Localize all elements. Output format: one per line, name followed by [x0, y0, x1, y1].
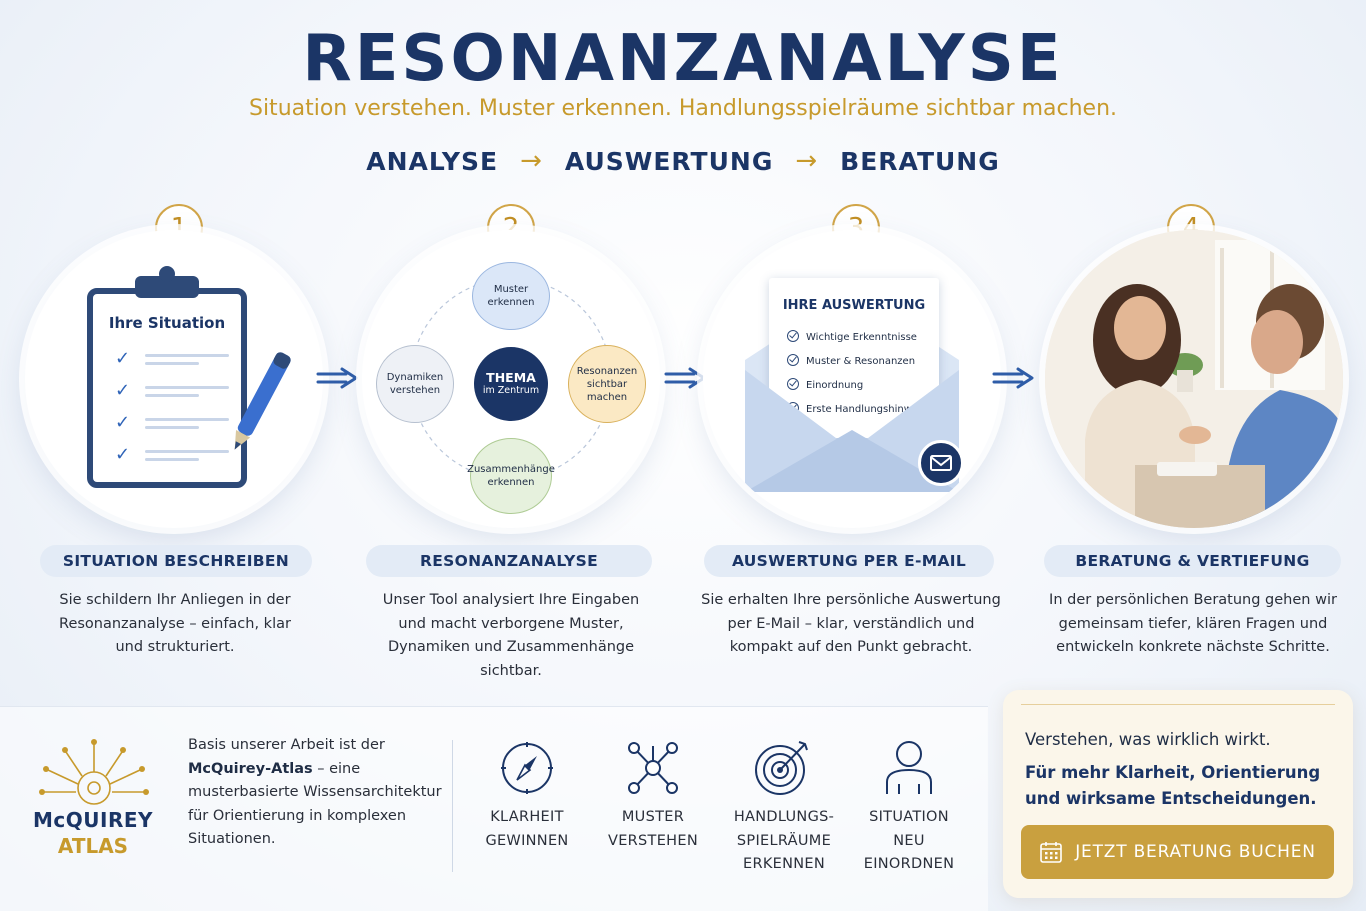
- step-2-illustration: Muster erkennen Dynamiken verstehen Reso…: [362, 230, 660, 528]
- node-muster: Muster erkennen: [472, 262, 550, 330]
- pen-icon: [234, 352, 291, 450]
- person-icon: [886, 741, 932, 794]
- step-4-label: BERATUNG & VERTIEFUNG: [1044, 545, 1341, 577]
- flow-step-analyse: ANALYSE: [366, 146, 499, 176]
- step-1-description: Sie schildern Ihr Anliegen in der Resona…: [59, 592, 291, 655]
- envelope-front: [745, 370, 959, 492]
- letter-title: IHRE AUSWERTUNG: [782, 298, 926, 313]
- target-icon: [755, 741, 808, 795]
- brand-sub: ATLAS: [57, 834, 129, 858]
- thema-title: THEMA: [486, 370, 536, 385]
- brand-name: McQUIREY: [33, 808, 153, 832]
- flow-step-beratung: BERATUNG: [840, 146, 1000, 176]
- check-circle-icon: [787, 378, 799, 390]
- process-flow: ANALYSE → AUSWERTUNG → BERATUNG: [0, 146, 1366, 176]
- arrow-right-icon: [992, 367, 1034, 389]
- letter-item: Wichtige Erkenntnisse: [787, 330, 917, 343]
- flow-arrow-icon: →: [520, 146, 543, 176]
- check-circle-icon: [787, 330, 799, 342]
- cta-tagline: Verstehen, was wirklich wirkt.: [1025, 730, 1271, 749]
- atlas-logo-icon: [39, 739, 149, 805]
- node-resonanzen: Resonanzen sichtbar machen: [568, 345, 646, 423]
- compass-icon: [501, 742, 553, 794]
- brand-description: Basis unserer Arbeit ist der McQuirey-At…: [188, 737, 442, 847]
- arrow-right-icon: [664, 367, 706, 389]
- step-1-label: SITUATION BESCHREIBEN: [40, 545, 312, 577]
- step-1-illustration: Ihre Situation ✓ ✓ ✓ ✓: [25, 230, 323, 528]
- flow-arrow-icon: →: [795, 146, 819, 176]
- arrow-right-icon: [316, 367, 358, 389]
- calendar-icon: [1040, 842, 1063, 863]
- cta-divider: [1021, 704, 1335, 705]
- step-3-illustration: IHRE AUSWERTUNG Wichtige Erkenntnisse Mu…: [703, 230, 1001, 528]
- flow-step-auswertung: AUSWERTUNG: [564, 146, 774, 176]
- node-dynamiken: Dynamiken verstehen: [376, 345, 454, 423]
- bottom-panel: [0, 706, 988, 911]
- page-title: RESONANZANALYSE: [302, 22, 1064, 96]
- step-4-photo: [1045, 230, 1343, 528]
- clipboard-clip-icon: [135, 266, 199, 298]
- clipboard-title: Ihre Situation: [108, 314, 226, 332]
- book-consultation-button[interactable]: JETZT BERATUNG BUCHEN: [1021, 825, 1334, 879]
- step-3-label: AUSWERTUNG PER E-MAIL: [704, 545, 994, 577]
- consultation-illustration: [1045, 230, 1343, 528]
- cta-headline: Für mehr Klarheit, Orientierung und wirk…: [1025, 763, 1321, 808]
- divider: [452, 740, 453, 872]
- letter-item: Muster & Resonanzen: [787, 354, 915, 367]
- thema-sub: im Zentrum: [482, 385, 540, 396]
- step-2-description: Unser Tool analysiert Ihre Eingaben und …: [382, 592, 640, 679]
- book-consultation-label: JETZT BERATUNG BUCHEN: [1075, 842, 1316, 862]
- step-3-description: Sie erhalten Ihre persönliche Auswertung…: [701, 592, 1001, 655]
- checklist-item: ✓: [115, 382, 229, 400]
- step-2-label: RESONANZANALYSE: [366, 545, 652, 577]
- mail-badge-icon: [918, 440, 964, 486]
- network-icon: [628, 742, 678, 794]
- node-thema: THEMA im Zentrum: [474, 347, 548, 421]
- check-circle-icon: [787, 354, 799, 366]
- checklist-item: ✓: [115, 350, 229, 368]
- node-zusammenhaenge: Zusammenhänge erkennen: [467, 438, 555, 514]
- brand-highlight: McQuirey-Atlas: [188, 760, 313, 777]
- page-subtitle: Situation verstehen. Muster erkennen. Ha…: [248, 96, 1118, 121]
- cta-card: Verstehen, was wirklich wirkt. Für mehr …: [1003, 690, 1353, 898]
- checklist-item: ✓: [115, 446, 229, 464]
- clipboard-icon: Ihre Situation ✓ ✓ ✓ ✓: [87, 288, 247, 488]
- letter-item: Einordnung: [787, 378, 863, 391]
- checklist-item: ✓: [115, 414, 229, 432]
- step-4-description: In der persönlichen Beratung gehen wir g…: [1049, 592, 1337, 655]
